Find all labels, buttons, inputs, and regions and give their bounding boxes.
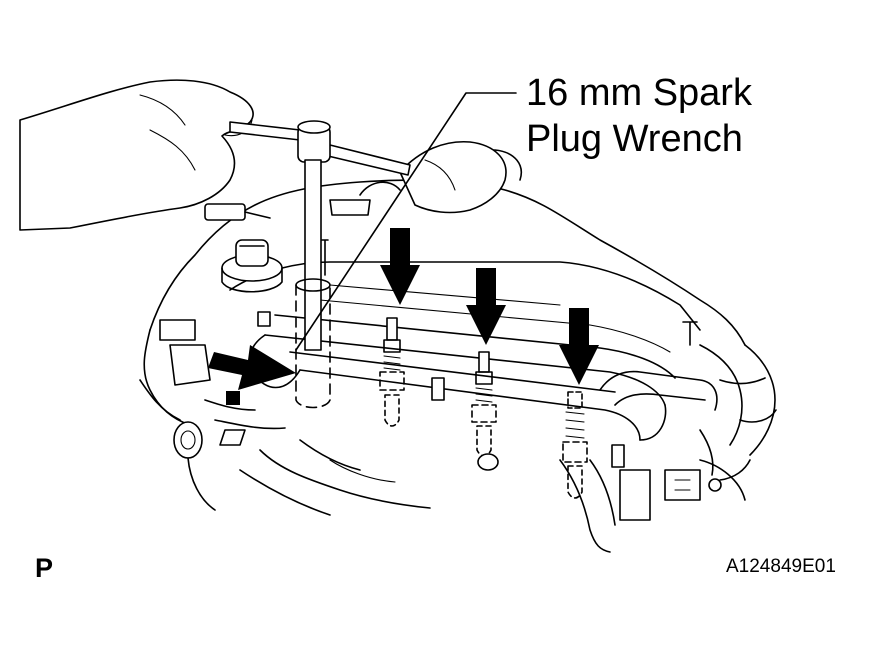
oil-filler-cap [221, 239, 283, 293]
left-manifold [139, 319, 431, 516]
spark-plug-3 [562, 391, 588, 499]
callout-line-2: Plug Wrench [526, 118, 743, 160]
spark-plug-2 [471, 351, 497, 457]
spark-plug-wrench [229, 120, 411, 409]
hands [19, 79, 507, 231]
arrow-down-icon [559, 308, 599, 385]
arrow-right-icon [208, 345, 296, 405]
callout-line-1: 16 mm Spark [526, 72, 752, 114]
callout-leader [295, 92, 517, 351]
spark-plug-1 [379, 317, 405, 427]
callout-label: 16 mm Spark Plug Wrench [526, 70, 752, 162]
cover-bolts [257, 311, 625, 471]
view-code-label: P [35, 553, 54, 583]
right-components [559, 321, 777, 553]
arrow-down-icon [380, 228, 420, 305]
figure-id: A124849E01 [726, 556, 836, 577]
arrow-down-icon [466, 268, 506, 345]
